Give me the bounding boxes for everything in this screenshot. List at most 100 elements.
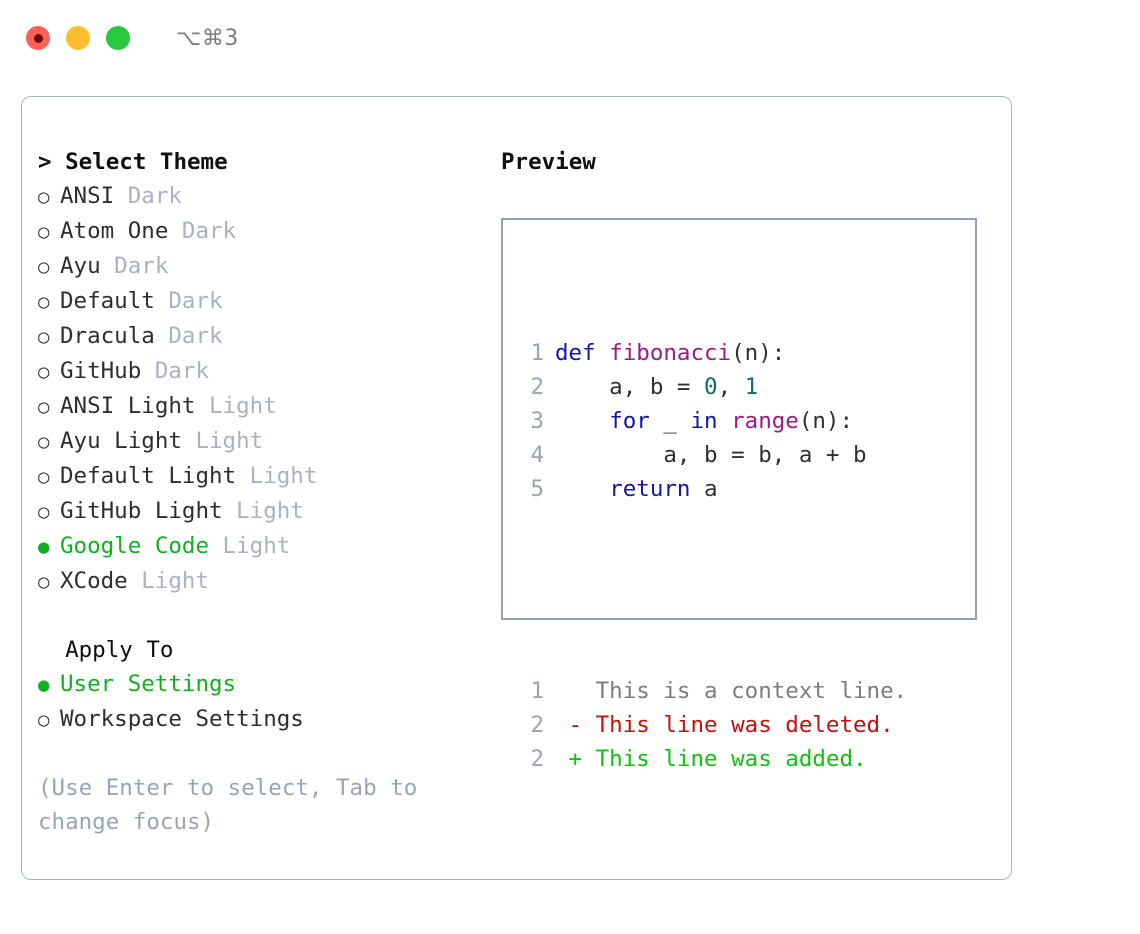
theme-option-variant-badge: Dark xyxy=(100,253,169,279)
code-line-number: 3 xyxy=(530,408,544,434)
apply-option-label: User Settings xyxy=(60,671,237,697)
list-spacer xyxy=(38,599,478,633)
theme-option-9[interactable]: ○ GitHub Light Light xyxy=(38,494,478,529)
code-line: 1 def fibonacci(n): xyxy=(518,336,969,370)
theme-option-label: GitHub Light xyxy=(60,498,223,524)
code-token-fn: range xyxy=(731,408,799,434)
title-bar: ⌥⌘3 xyxy=(0,0,1140,76)
apply-to-heading-label: Apply To xyxy=(65,637,174,663)
radio-unselected-icon: ○ xyxy=(38,571,50,593)
radio-selected-icon: ● xyxy=(38,536,50,558)
theme-option-5[interactable]: ○ GitHub Dark xyxy=(38,354,478,389)
apply-option-1[interactable]: ○Workspace Settings xyxy=(38,702,478,737)
code-token-pl: a, b = xyxy=(555,374,705,400)
close-button[interactable] xyxy=(26,26,50,50)
select-theme-heading: > Select Theme xyxy=(38,145,478,179)
theme-option-7[interactable]: ○Ayu Light Light xyxy=(38,424,478,459)
theme-option-variant-badge: Dark xyxy=(141,358,210,384)
radio-unselected-icon: ○ xyxy=(38,186,50,208)
code-token-pl xyxy=(555,408,609,434)
radio-unselected-icon: ○ xyxy=(38,361,50,383)
theme-option-label: Atom One xyxy=(60,218,169,244)
diff-line-number: 2 xyxy=(530,746,544,772)
theme-option-label: XCode xyxy=(60,568,128,594)
code-line: 3 for _ in range(n): xyxy=(518,404,969,438)
theme-option-11[interactable]: ○ XCode Light xyxy=(38,564,478,599)
code-line-text: for _ in range(n): xyxy=(555,404,853,438)
code-token-pl: a xyxy=(690,476,718,502)
theme-option-1[interactable]: ○Atom One Dark xyxy=(38,214,478,249)
diff-line: 1 This is a context line. xyxy=(518,674,969,708)
code-line-number: 1 xyxy=(530,340,544,366)
radio-unselected-icon: ○ xyxy=(38,431,50,453)
code-token-kw: return xyxy=(609,476,691,502)
preview-heading: Preview xyxy=(501,149,596,175)
code-line: 2 a, b = 0, 1 xyxy=(518,370,969,404)
minimize-button[interactable] xyxy=(66,26,90,50)
code-line-text: a, b = 0, 1 xyxy=(555,370,758,404)
theme-option-variant-badge: Light xyxy=(195,393,277,419)
code-token-num: 1 xyxy=(744,374,759,400)
apply-option-0[interactable]: ● User Settings xyxy=(38,667,478,702)
code-line-number: 2 xyxy=(530,374,544,400)
theme-option-2[interactable]: ○Ayu Dark xyxy=(38,249,478,284)
code-token-kw: def xyxy=(555,340,610,366)
diff-line-number: 1 xyxy=(530,678,544,704)
diff-line: 2 + This line was added. xyxy=(518,742,969,776)
code-diff-spacer xyxy=(518,574,969,606)
theme-option-variant-badge: Dark xyxy=(114,183,182,209)
code-line: 4 a, b = b, a + b xyxy=(518,438,969,472)
code-token-pl xyxy=(555,476,609,502)
radio-unselected-icon: ○ xyxy=(38,501,50,523)
theme-option-3[interactable]: ○Default Dark xyxy=(38,284,478,319)
apply-to-list: ● User Settings ○Workspace Settings xyxy=(38,667,478,737)
theme-option-variant-badge: Dark xyxy=(154,323,223,349)
theme-option-label: GitHub xyxy=(60,358,142,384)
radio-unselected-icon: ○ xyxy=(38,466,50,488)
code-line-text: def fibonacci(n): xyxy=(555,336,785,370)
theme-option-variant-badge: Dark xyxy=(154,288,223,314)
radio-unselected-icon: ○ xyxy=(38,221,50,243)
theme-option-variant-badge: Light xyxy=(209,533,291,559)
theme-option-label: Google Code xyxy=(60,533,210,559)
apply-option-label: Workspace Settings xyxy=(60,706,304,732)
code-token-pl: _ xyxy=(649,408,691,434)
theme-option-label: Dracula xyxy=(60,323,155,349)
diff-line-text-add: + This line was added. xyxy=(555,746,867,772)
theme-option-0[interactable]: ○ ANSI Dark xyxy=(38,179,478,214)
theme-option-8[interactable]: ○Default Light Light xyxy=(38,459,478,494)
radio-unselected-icon: ○ xyxy=(38,326,50,348)
code-line-text: a, b = b, a + b xyxy=(555,438,867,472)
diff-line-text-del: - This line was deleted. xyxy=(555,712,894,738)
theme-option-variant-badge: Light xyxy=(127,568,210,594)
theme-option-variant-badge: Light xyxy=(181,428,264,454)
code-token-kw: for xyxy=(609,408,650,434)
radio-selected-icon: ● xyxy=(38,674,50,696)
theme-option-10[interactable]: ● Google Code Light xyxy=(38,529,478,564)
code-token-pl: a, b = b, a + b xyxy=(555,442,867,468)
radio-unselected-icon: ○ xyxy=(38,291,50,313)
diff-line-number: 2 xyxy=(530,712,544,738)
radio-unselected-icon: ○ xyxy=(38,256,50,278)
zoom-button[interactable] xyxy=(106,26,130,50)
code-token-kw: in xyxy=(690,408,718,434)
app-panel: > Select Theme ○ANSI Dark○Atom One Dark○… xyxy=(21,96,1012,880)
apply-to-heading: Apply To xyxy=(38,633,478,667)
theme-option-variant-badge: Light xyxy=(222,498,304,524)
radio-unselected-icon: ○ xyxy=(38,396,50,418)
code-token-pl: (n): xyxy=(731,340,786,366)
code-token-pl: , xyxy=(717,374,745,400)
code-line-text: return a xyxy=(555,472,718,506)
theme-list: ○ANSI Dark○Atom One Dark○Ayu Dark○Defaul… xyxy=(38,179,478,599)
theme-option-label: Default Light xyxy=(60,463,237,489)
theme-option-label: ANSI xyxy=(60,183,115,209)
select-theme-heading-label: Select Theme xyxy=(65,149,228,175)
theme-option-6[interactable]: ○ANSI Light Light xyxy=(38,389,478,424)
theme-option-4[interactable]: ○ Dracula Dark xyxy=(38,319,478,354)
code-line: 5 return a xyxy=(518,472,969,506)
